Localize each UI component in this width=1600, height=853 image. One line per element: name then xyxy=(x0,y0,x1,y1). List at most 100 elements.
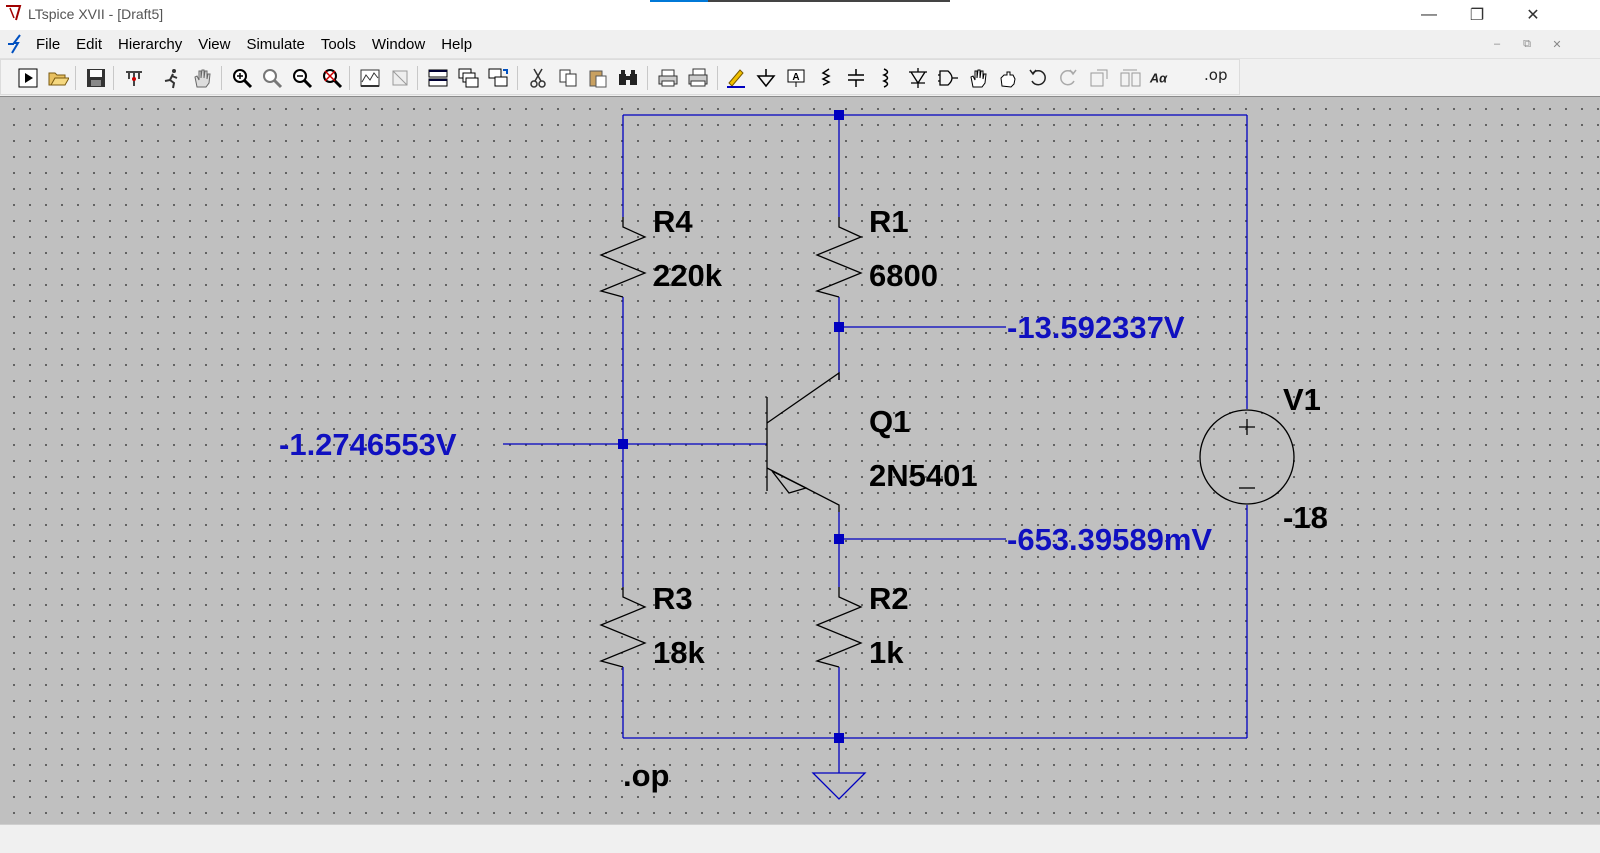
junction-dot xyxy=(618,439,628,449)
run-icon[interactable] xyxy=(17,67,39,89)
component-icon[interactable] xyxy=(937,67,959,89)
print-setup-icon[interactable] xyxy=(687,67,709,89)
r1-name-label: R1 xyxy=(869,204,909,239)
cut-icon[interactable] xyxy=(527,67,549,89)
op-directive[interactable]: .op xyxy=(623,758,670,793)
resistor-icon[interactable] xyxy=(815,67,837,89)
label-net-icon[interactable]: A xyxy=(785,67,807,89)
menu-tools[interactable]: Tools xyxy=(320,35,356,53)
emitter-voltage-label: -653.39589mV xyxy=(1007,522,1212,557)
wires xyxy=(503,114,1248,773)
collector-voltage-label: -13.592337V xyxy=(1007,310,1185,345)
q1-name-label: Q1 xyxy=(869,404,910,439)
control-panel-icon[interactable] xyxy=(123,67,145,89)
title-accent-line xyxy=(650,0,950,2)
menu-window[interactable]: Window xyxy=(371,35,426,53)
menu-simulate[interactable]: Simulate xyxy=(246,35,305,53)
window-title: LTspice XVII - [Draft5] xyxy=(28,6,164,22)
menu-items: File Edit Hierarchy View Simulate Tools … xyxy=(28,30,480,58)
junction-dot xyxy=(834,733,844,743)
r3-name-label: R3 xyxy=(653,581,693,616)
junction-dot xyxy=(834,534,844,544)
junction-dot xyxy=(834,322,844,332)
capacitor-icon[interactable] xyxy=(845,67,867,89)
find-icon[interactable] xyxy=(617,67,639,89)
drag-icon[interactable] xyxy=(997,67,1019,89)
minimize-button[interactable]: — xyxy=(1421,6,1437,23)
document-icon[interactable] xyxy=(6,33,26,55)
print-icon[interactable] xyxy=(657,67,679,89)
schematic-canvas[interactable]: R4 220k R1 6800 Q1 2N5401 V1 -18 R3 18k … xyxy=(0,96,1600,825)
status-bar xyxy=(0,824,1600,853)
mdi-minimize-button[interactable]: ‒ xyxy=(1493,38,1501,50)
plot-autorange-icon[interactable] xyxy=(389,67,411,89)
toolbar-separator xyxy=(517,66,518,90)
toolbar-separator xyxy=(75,66,76,90)
halt-icon[interactable] xyxy=(161,67,183,89)
mirror-icon[interactable] xyxy=(1119,67,1141,89)
draw-wire-icon[interactable] xyxy=(725,67,747,89)
move-icon[interactable] xyxy=(967,67,989,89)
menu-hierarchy[interactable]: Hierarchy xyxy=(118,35,183,53)
close-button[interactable]: ✕ xyxy=(1526,7,1540,24)
rotate-icon[interactable] xyxy=(1089,67,1111,89)
restore-button[interactable]: ❐ xyxy=(1469,7,1485,24)
svg-text:Aα: Aα xyxy=(1149,71,1168,86)
ground-symbol[interactable] xyxy=(811,772,867,800)
spice-directive-icon[interactable]: .op xyxy=(1204,66,1228,84)
toolbar-separator xyxy=(221,66,222,90)
toolbar-separator xyxy=(647,66,648,90)
resistor-r2[interactable] xyxy=(814,587,863,668)
toolbar-separator xyxy=(717,66,718,90)
cascade-icon[interactable] xyxy=(457,67,479,89)
paste-icon[interactable] xyxy=(587,67,609,89)
junctions xyxy=(618,110,844,743)
menu-help[interactable]: Help xyxy=(441,35,473,53)
inductor-icon[interactable] xyxy=(875,67,897,89)
r4-value-label[interactable]: 220k xyxy=(653,258,723,293)
undo-icon[interactable] xyxy=(1027,67,1049,89)
resistor-r3[interactable] xyxy=(598,587,647,668)
ground-icon[interactable] xyxy=(755,67,777,89)
menu-bar: File Edit Hierarchy View Simulate Tools … xyxy=(0,30,1600,59)
r4-name-label: R4 xyxy=(653,204,693,239)
toolbar-separator xyxy=(349,66,350,90)
resistor-r4[interactable] xyxy=(598,217,647,298)
zoom-out-icon[interactable] xyxy=(291,67,313,89)
menu-view[interactable]: View xyxy=(198,35,231,53)
diode-icon[interactable] xyxy=(907,67,929,89)
title-bar: LTspice XVII - [Draft5] — ❐ ✕ xyxy=(0,0,1600,30)
svg-text:A: A xyxy=(792,72,799,83)
redo-icon[interactable] xyxy=(1057,67,1079,89)
copy-icon[interactable] xyxy=(557,67,579,89)
toolbar-separator xyxy=(113,66,114,90)
open-icon[interactable] xyxy=(47,67,69,89)
text-icon[interactable]: Aα xyxy=(1149,67,1171,89)
q1-value-label[interactable]: 2N5401 xyxy=(869,458,978,493)
r1-value-label[interactable]: 6800 xyxy=(869,258,938,293)
resistor-r1[interactable] xyxy=(814,217,863,298)
tile-vertical-icon[interactable] xyxy=(487,67,509,89)
pan-icon[interactable] xyxy=(191,67,213,89)
v1-name-label: V1 xyxy=(1283,382,1321,417)
toolbar: A Aα .op xyxy=(0,59,1240,95)
v1-value-label[interactable]: -18 xyxy=(1283,500,1328,535)
plot-icon[interactable] xyxy=(359,67,381,89)
ltspice-logo-icon xyxy=(6,5,22,21)
zoom-in-icon[interactable] xyxy=(231,67,253,89)
voltage-source-v1[interactable] xyxy=(1199,409,1295,505)
junction-dot xyxy=(834,110,844,120)
base-voltage-label: -1.2746553V xyxy=(279,427,457,462)
schematic-drawing: R4 220k R1 6800 Q1 2N5401 V1 -18 R3 18k … xyxy=(279,110,1328,800)
r2-value-label[interactable]: 1k xyxy=(869,635,904,670)
menu-file[interactable]: File xyxy=(36,35,61,53)
r3-value-label[interactable]: 18k xyxy=(653,635,705,670)
mdi-close-button[interactable]: ✕ xyxy=(1552,38,1562,51)
zoom-back-icon[interactable] xyxy=(261,67,283,89)
save-icon[interactable] xyxy=(85,67,107,89)
transistor-q1[interactable] xyxy=(766,371,840,512)
menu-edit[interactable]: Edit xyxy=(76,35,103,53)
mdi-restore-button[interactable]: ⧉ xyxy=(1523,37,1531,50)
zoom-fit-icon[interactable] xyxy=(321,67,343,89)
tile-icon[interactable] xyxy=(427,67,449,89)
